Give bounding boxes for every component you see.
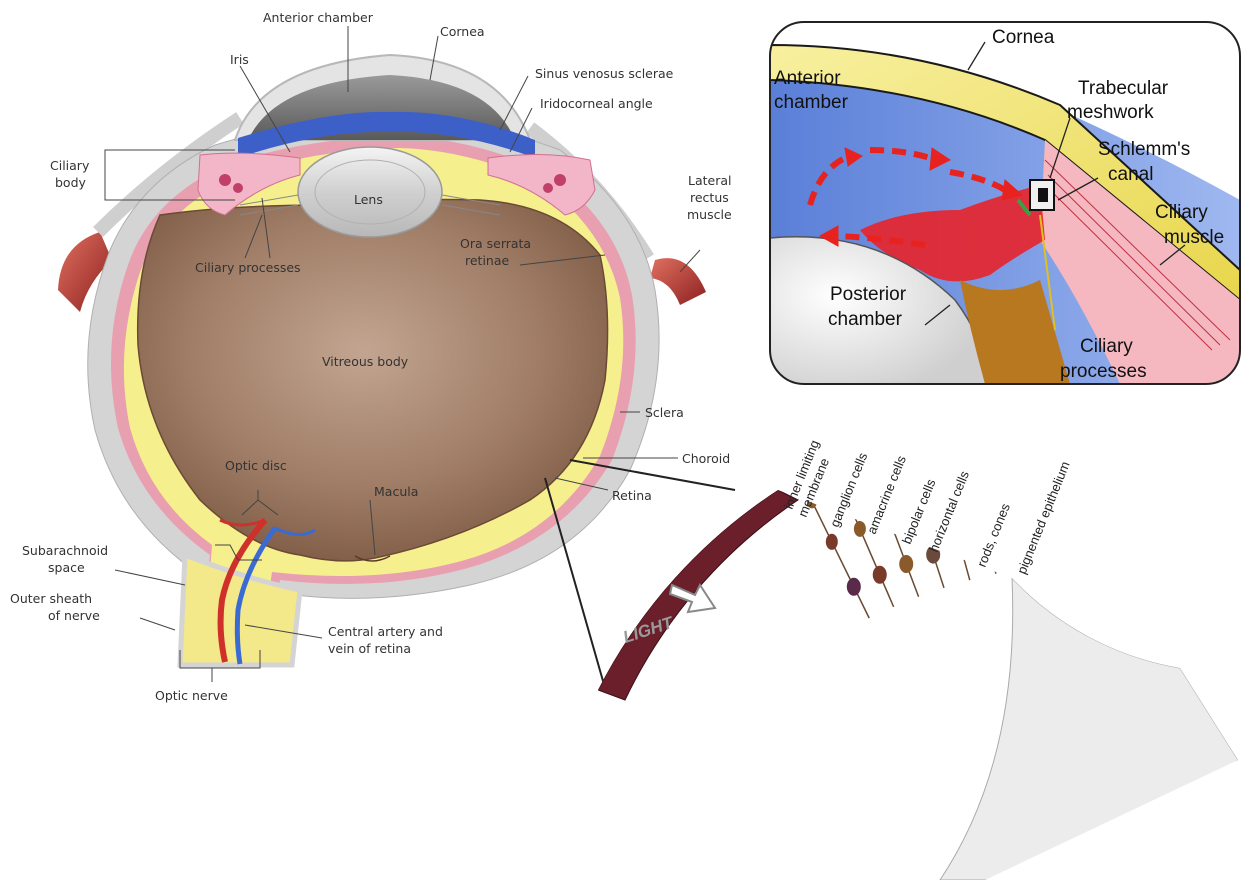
- fan-axon: [1236, 376, 1242, 572]
- fan-cell-body: [1123, 516, 1137, 534]
- fan-cone: [1226, 384, 1239, 429]
- fan-cell-body: [826, 534, 838, 550]
- label-sinus-venosus: Sinus venosus sclerae: [535, 66, 674, 81]
- label-ciliary-body-2: body: [55, 175, 87, 190]
- label-rods-cones: rods, cones: [974, 501, 1013, 569]
- label-subarachnoid-2: space: [48, 560, 85, 575]
- inset-label-trabecular-1: Trabecular: [1078, 78, 1169, 99]
- inset-label-ciliary-processes-2: processes: [1060, 361, 1147, 382]
- fan-cell-body: [847, 578, 861, 596]
- fan-cell-body: [1094, 516, 1108, 534]
- label-ora-serrata-1: Ora serrata: [460, 236, 531, 251]
- fan-cell-body: [868, 468, 878, 482]
- inset-label-schlemm-1: Schlemm's: [1098, 139, 1190, 160]
- inset-label-anterior-1: Anterior: [774, 68, 841, 89]
- label-lens: Lens: [354, 192, 383, 207]
- fan-cell-body: [899, 555, 913, 573]
- fan-cell-body: [971, 483, 983, 499]
- inset-label-schlemm-2: canal: [1108, 164, 1153, 185]
- fan-cell-body: [1032, 472, 1044, 488]
- fan-cell-body: [1125, 467, 1137, 483]
- inset-label-cornea: Cornea: [992, 27, 1055, 48]
- fan-cone: [1026, 381, 1038, 426]
- fan-axon: [1096, 360, 1102, 560]
- label-macula: Macula: [374, 484, 418, 499]
- fan-cell-body: [1002, 477, 1014, 493]
- label-subarachnoid-1: Subarachnoid: [22, 543, 108, 558]
- fan-cell-body: [1127, 423, 1137, 437]
- inset-label-anterior-2: chamber: [774, 92, 849, 113]
- fan-axon: [1183, 365, 1205, 564]
- fan-cell-body: [963, 440, 973, 454]
- label-outer-sheath-1: Outer sheath: [10, 591, 92, 606]
- label-outer-sheath-2: of nerve: [48, 608, 100, 623]
- fan-cell-body: [995, 433, 1005, 447]
- inset-label-posterior-2: chamber: [828, 309, 903, 330]
- label-sclera: Sclera: [645, 405, 684, 420]
- fan-cell-body: [1208, 524, 1222, 542]
- label-pigmented: pignented epithelium: [1014, 459, 1073, 576]
- fan-cell-body: [1094, 423, 1104, 437]
- fan-cell-body: [1066, 518, 1080, 536]
- label-ora-serrata-2: retinae: [465, 253, 510, 268]
- fan-cell-body: [1180, 520, 1194, 538]
- label-iridocorneal-angle: Iridocorneal angle: [540, 96, 653, 111]
- fan-cell-body: [1236, 529, 1242, 547]
- label-optic-disc: Optic disc: [225, 458, 287, 473]
- label-vitreous-body: Vitreous body: [322, 354, 409, 369]
- label-choroid: Choroid: [682, 451, 730, 466]
- inset-label-posterior-1: Posterior: [830, 284, 907, 305]
- fan-cell-body: [1028, 428, 1038, 442]
- fan-cell-body: [954, 537, 968, 555]
- label-ciliary-body-1: Ciliary: [50, 158, 90, 173]
- retina-layers-fan: LIGHT inner limiting membrane ganglion c…: [545, 350, 1242, 890]
- label-cornea: Cornea: [440, 24, 485, 39]
- fan-cell-body: [931, 448, 941, 462]
- fan-cell-body: [1217, 475, 1229, 491]
- fan-cell-body: [1061, 425, 1071, 439]
- fan-cell-body: [1187, 471, 1199, 487]
- inset-label-trabecular-2: meshwork: [1067, 102, 1154, 123]
- inset-label-ciliary-processes-1: Ciliary: [1080, 336, 1133, 357]
- fan-cell-body: [1225, 432, 1235, 446]
- label-central-artery-1: Central artery and: [328, 624, 443, 639]
- drainage-inset: Cornea Anterior chamber Trabecular meshw…: [770, 22, 1240, 384]
- fan-rod: [914, 378, 931, 441]
- label-lateral-rectus-3: muscle: [687, 207, 732, 222]
- fan-cell-body: [1160, 424, 1170, 438]
- label-iris: Iris: [230, 52, 249, 67]
- fan-rod: [879, 388, 899, 450]
- label-anterior-chamber: Anterior chamber: [263, 10, 374, 25]
- inset-label-ciliary-muscle-2: muscle: [1164, 227, 1224, 248]
- label-lateral-rectus-2: rectus: [690, 190, 729, 205]
- fan-cell-body: [1156, 468, 1168, 484]
- label-optic-nerve: Optic nerve: [155, 688, 228, 703]
- inset-label-ciliary-muscle-1: Ciliary: [1155, 202, 1208, 223]
- fan-cell-body: [1152, 517, 1166, 535]
- label-amacrine: amacrine cells: [864, 453, 909, 536]
- fan-cell-body: [1009, 525, 1023, 543]
- label-central-artery-2: vein of retina: [328, 641, 411, 656]
- fan-cell-body: [873, 566, 887, 584]
- fan-cell-body: [1094, 467, 1106, 483]
- fan-axon: [1129, 360, 1132, 560]
- label-retina: Retina: [612, 488, 652, 503]
- fan-axon: [1156, 362, 1169, 562]
- label-lateral-rectus-1: Lateral: [688, 173, 732, 188]
- lateral-rectus-right: [650, 258, 706, 305]
- fan-axon: [1210, 370, 1242, 567]
- fan-cell-body: [1193, 427, 1203, 441]
- fan-cone: [921, 402, 939, 447]
- label-ciliary-processes: Ciliary processes: [195, 260, 301, 275]
